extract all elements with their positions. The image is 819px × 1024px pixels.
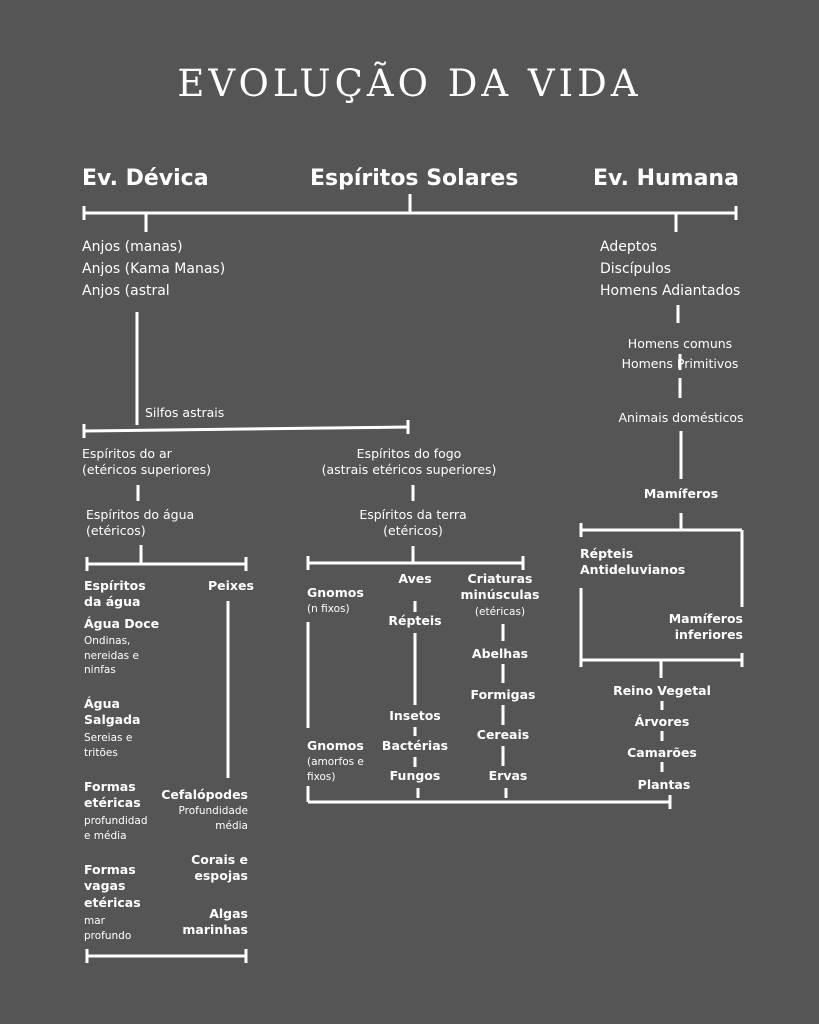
gnomos-n-fixos-desc: (n fixos) (307, 603, 350, 615)
espiritos-da-agua: Espíritos da água (84, 578, 146, 610)
homens-comuns: Homens comuns Homens Primitivos (621, 336, 739, 371)
criaturas-minusculas: Criaturas minúsculas (460, 571, 540, 603)
fungos: Fungos (389, 768, 441, 783)
agua-salgada: Água Salgada (84, 696, 141, 728)
anjos-list: Anjos (manas) Anjos (Kama Manas) Anjos (… (82, 236, 225, 302)
corais-espojas: Corais e espojas (191, 852, 248, 884)
gnomos-amorfos-desc: (amorfos e fixos) (307, 756, 364, 783)
agua-salgada-desc: Sereias e tritões (84, 732, 133, 759)
adeptos: Adeptos (600, 239, 658, 255)
header-ev-humana: Ev. Humana (593, 166, 739, 191)
header-ev-devica: Ev. Dévica (82, 166, 209, 191)
repteis: Répteis (388, 613, 442, 628)
espiritos-da-terra: Espíritos da terra (etéricos) (359, 507, 467, 539)
anjos-manas: Anjos (manas) (82, 239, 183, 255)
ervas: Ervas (488, 768, 528, 783)
silfos-astrais: Silfos astrais (145, 405, 225, 420)
humana-top-list: Adeptos Discípulos Homens Adiantados (600, 236, 740, 302)
peixes: Peixes (208, 578, 254, 593)
bacterias: Bactérias (381, 738, 449, 753)
mamiferos-inferiores: Mamíferos inferiores (668, 611, 743, 643)
insetos: Insetos (389, 708, 441, 723)
formas-vagas-etericas: Formas vagas etéricas (84, 862, 141, 910)
page-title: EVOLUÇÃO DA VIDA (177, 62, 642, 105)
formas-etericas-desc: profundidad e média (84, 815, 148, 842)
plantas: Plantas (637, 777, 691, 792)
algas-marinhas: Algas marinhas (182, 906, 248, 938)
cefalopodes-desc: Profundidade média (178, 805, 248, 832)
cefalopodes: Cefalópodes (161, 787, 248, 802)
anjos-kama-manas: Anjos (Kama Manas) (82, 261, 226, 277)
discipulos: Discípulos (600, 261, 672, 277)
cereais: Cereais (476, 727, 530, 742)
espiritos-do-agua: Espíritos do água (etéricos) (86, 507, 195, 539)
espiritos-do-ar: Espíritos do ar (etéricos superiores) (82, 446, 212, 478)
espiritos-do-fogo: Espíritos do fogo (astrais etéricos supe… (321, 446, 497, 478)
arvores: Árvores (634, 714, 690, 729)
criaturas-desc: (etéricas) (474, 606, 526, 618)
formas-etericas: Formas etéricas (84, 779, 141, 811)
formigas: Formigas (470, 687, 536, 702)
reino-vegetal: Reino Vegetal (613, 683, 711, 698)
repteis-antideluvianos: Répteis Antideluvianos (580, 546, 686, 578)
mamiferos: Mamíferos (643, 486, 719, 501)
abelhas: Abelhas (471, 646, 529, 661)
camaroes: Camarões (627, 745, 697, 760)
anjos-astral: Anjos (astral (82, 283, 170, 299)
animais-domesticos: Animais domésticos (618, 410, 744, 425)
homens-adiantados: Homens Adiantados (600, 283, 741, 299)
agua-doce-desc: Ondinas, nereidas e ninfas (84, 635, 139, 677)
agua-doce: Água Doce (84, 616, 160, 631)
gnomos-n-fixos: Gnomos (307, 585, 364, 600)
header-espiritos-solares: Espíritos Solares (310, 166, 519, 191)
formas-vagas-desc: mar profundo (84, 915, 132, 942)
gnomos-amorfos: Gnomos (307, 738, 364, 753)
aves: Aves (398, 571, 432, 586)
